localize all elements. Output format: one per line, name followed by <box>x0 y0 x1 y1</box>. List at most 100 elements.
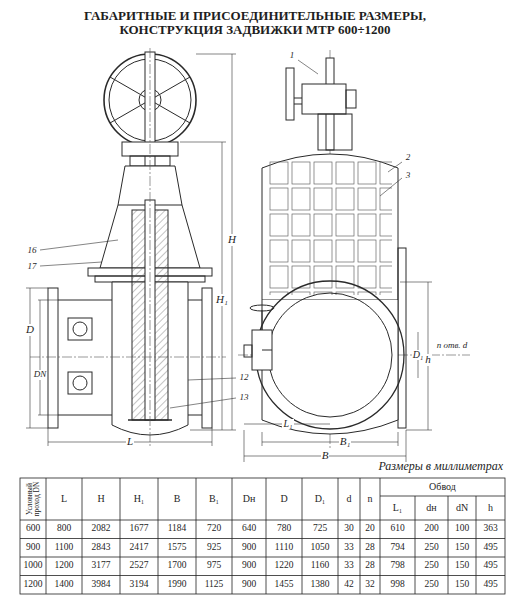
table-header: dн <box>415 496 448 520</box>
table-header: B₁ <box>196 478 232 520</box>
table-header: Dн <box>232 478 266 520</box>
table-cell: 20 <box>360 520 380 539</box>
table-cell: 1400 <box>46 576 82 595</box>
flange <box>202 288 212 428</box>
dimension-label: H₁ <box>215 294 229 306</box>
table-cell: 495 <box>476 557 505 576</box>
table-cell: 2417 <box>120 539 158 558</box>
table-cell: 1700 <box>158 557 196 576</box>
table-cell: 640 <box>232 520 266 539</box>
callout-number: 3 <box>405 171 412 180</box>
table-cell: 794 <box>380 539 415 558</box>
dimension-label: L <box>126 436 134 448</box>
table-cell: 1050 <box>302 539 338 558</box>
table-cell: 28 <box>360 539 380 558</box>
table-cell: 33 <box>338 539 360 558</box>
table-cell: 32 <box>360 576 380 595</box>
table-cell: 600 <box>20 520 46 539</box>
gearbox <box>302 84 346 114</box>
table-cell: 1000 <box>20 557 46 576</box>
table-header: h <box>476 496 505 520</box>
table-cell: 800 <box>46 520 82 539</box>
dimension-label: L₁ <box>282 419 293 430</box>
table-cell: 610 <box>380 520 415 539</box>
table-cell: 200 <box>415 520 448 539</box>
table-header: d <box>338 478 360 520</box>
dimension-label: B₁ <box>339 436 352 448</box>
table-header: Обвод <box>380 478 505 496</box>
dimension-label: B <box>321 450 330 462</box>
bypass-valve <box>252 330 272 370</box>
table-cell: 30 <box>338 520 360 539</box>
table-cell: 900 <box>232 539 266 558</box>
table-header: dN <box>448 496 476 520</box>
table-cell: 900 <box>20 539 46 558</box>
table-cell: 495 <box>476 539 505 558</box>
table-grid <box>20 478 505 594</box>
table-cell: 2843 <box>82 539 120 558</box>
table-cell: 250 <box>415 557 448 576</box>
table-cell: 925 <box>196 539 232 558</box>
table-cell: 1220 <box>266 557 302 576</box>
table-header: H <box>82 478 120 520</box>
table-cell: 3194 <box>120 576 158 595</box>
table-header: L₁ <box>380 496 415 520</box>
table-cell: 250 <box>415 576 448 595</box>
table-cell: 3984 <box>82 576 120 595</box>
table-header: D₁ <box>302 478 338 520</box>
table-header: n <box>360 478 380 520</box>
table-cell: 1677 <box>120 520 158 539</box>
dimension-label: D₁ <box>412 350 425 361</box>
table-cell: 1200 <box>46 557 82 576</box>
table-cell: 1110 <box>266 539 302 558</box>
table-cell: 798 <box>380 557 415 576</box>
table-cell: 1575 <box>158 539 196 558</box>
table-cell: 720 <box>196 520 232 539</box>
table-cell: 1100 <box>46 539 82 558</box>
table-cell: 1184 <box>158 520 196 539</box>
table-cell: 975 <box>196 557 232 576</box>
table-cell: 250 <box>415 539 448 558</box>
handwheel-edge <box>286 68 294 120</box>
callout-number: 2 <box>405 153 412 162</box>
table-header: D <box>266 478 302 520</box>
dimension-label: n отв. d <box>436 341 469 350</box>
table-cell: 780 <box>266 520 302 539</box>
dimension-label: h <box>424 354 432 366</box>
dimension-label: DN <box>33 370 48 379</box>
pipe-flange <box>256 281 404 429</box>
table-header: Условный проход DN <box>21 479 45 519</box>
dimension-label: D <box>25 324 35 336</box>
table-cell: 900 <box>232 576 266 595</box>
units-note: Размеры в миллиметрах <box>378 460 503 473</box>
table-cell: 725 <box>302 520 338 539</box>
table-cell: 150 <box>448 576 476 595</box>
table-cell: 33 <box>338 557 360 576</box>
flange <box>48 288 58 428</box>
table-cell: 28 <box>360 557 380 576</box>
table-header: B <box>158 478 196 520</box>
table-cell: 100 <box>448 520 476 539</box>
table-cell: 1200 <box>20 576 46 595</box>
callout-number: 13 <box>239 393 250 402</box>
table-header: L <box>46 478 82 520</box>
body-housing <box>262 154 398 300</box>
table-cell: 1380 <box>302 576 338 595</box>
table-cell: 363 <box>476 520 505 539</box>
table-cell: 2527 <box>120 557 158 576</box>
callout-number: 12 <box>239 373 250 382</box>
table-cell: 1455 <box>266 576 302 595</box>
table-header: H₁ <box>120 478 158 520</box>
dimension-label: H <box>227 234 237 246</box>
table-cell: 1990 <box>158 576 196 595</box>
table-cell: 3177 <box>82 557 120 576</box>
title: ГАБАРИТНЫЕ И ПРИСОЕДИНИТЕЛЬНЫЕ РАЗМЕРЫ, … <box>60 6 450 40</box>
table-cell: 42 <box>338 576 360 595</box>
callout-number: 1 <box>289 51 296 60</box>
callout-number: 16 <box>27 246 38 255</box>
table-cell: 998 <box>380 576 415 595</box>
table-cell: 1125 <box>196 576 232 595</box>
table-cell: 150 <box>448 539 476 558</box>
table-cell: 1160 <box>302 557 338 576</box>
table-cell: 150 <box>448 557 476 576</box>
